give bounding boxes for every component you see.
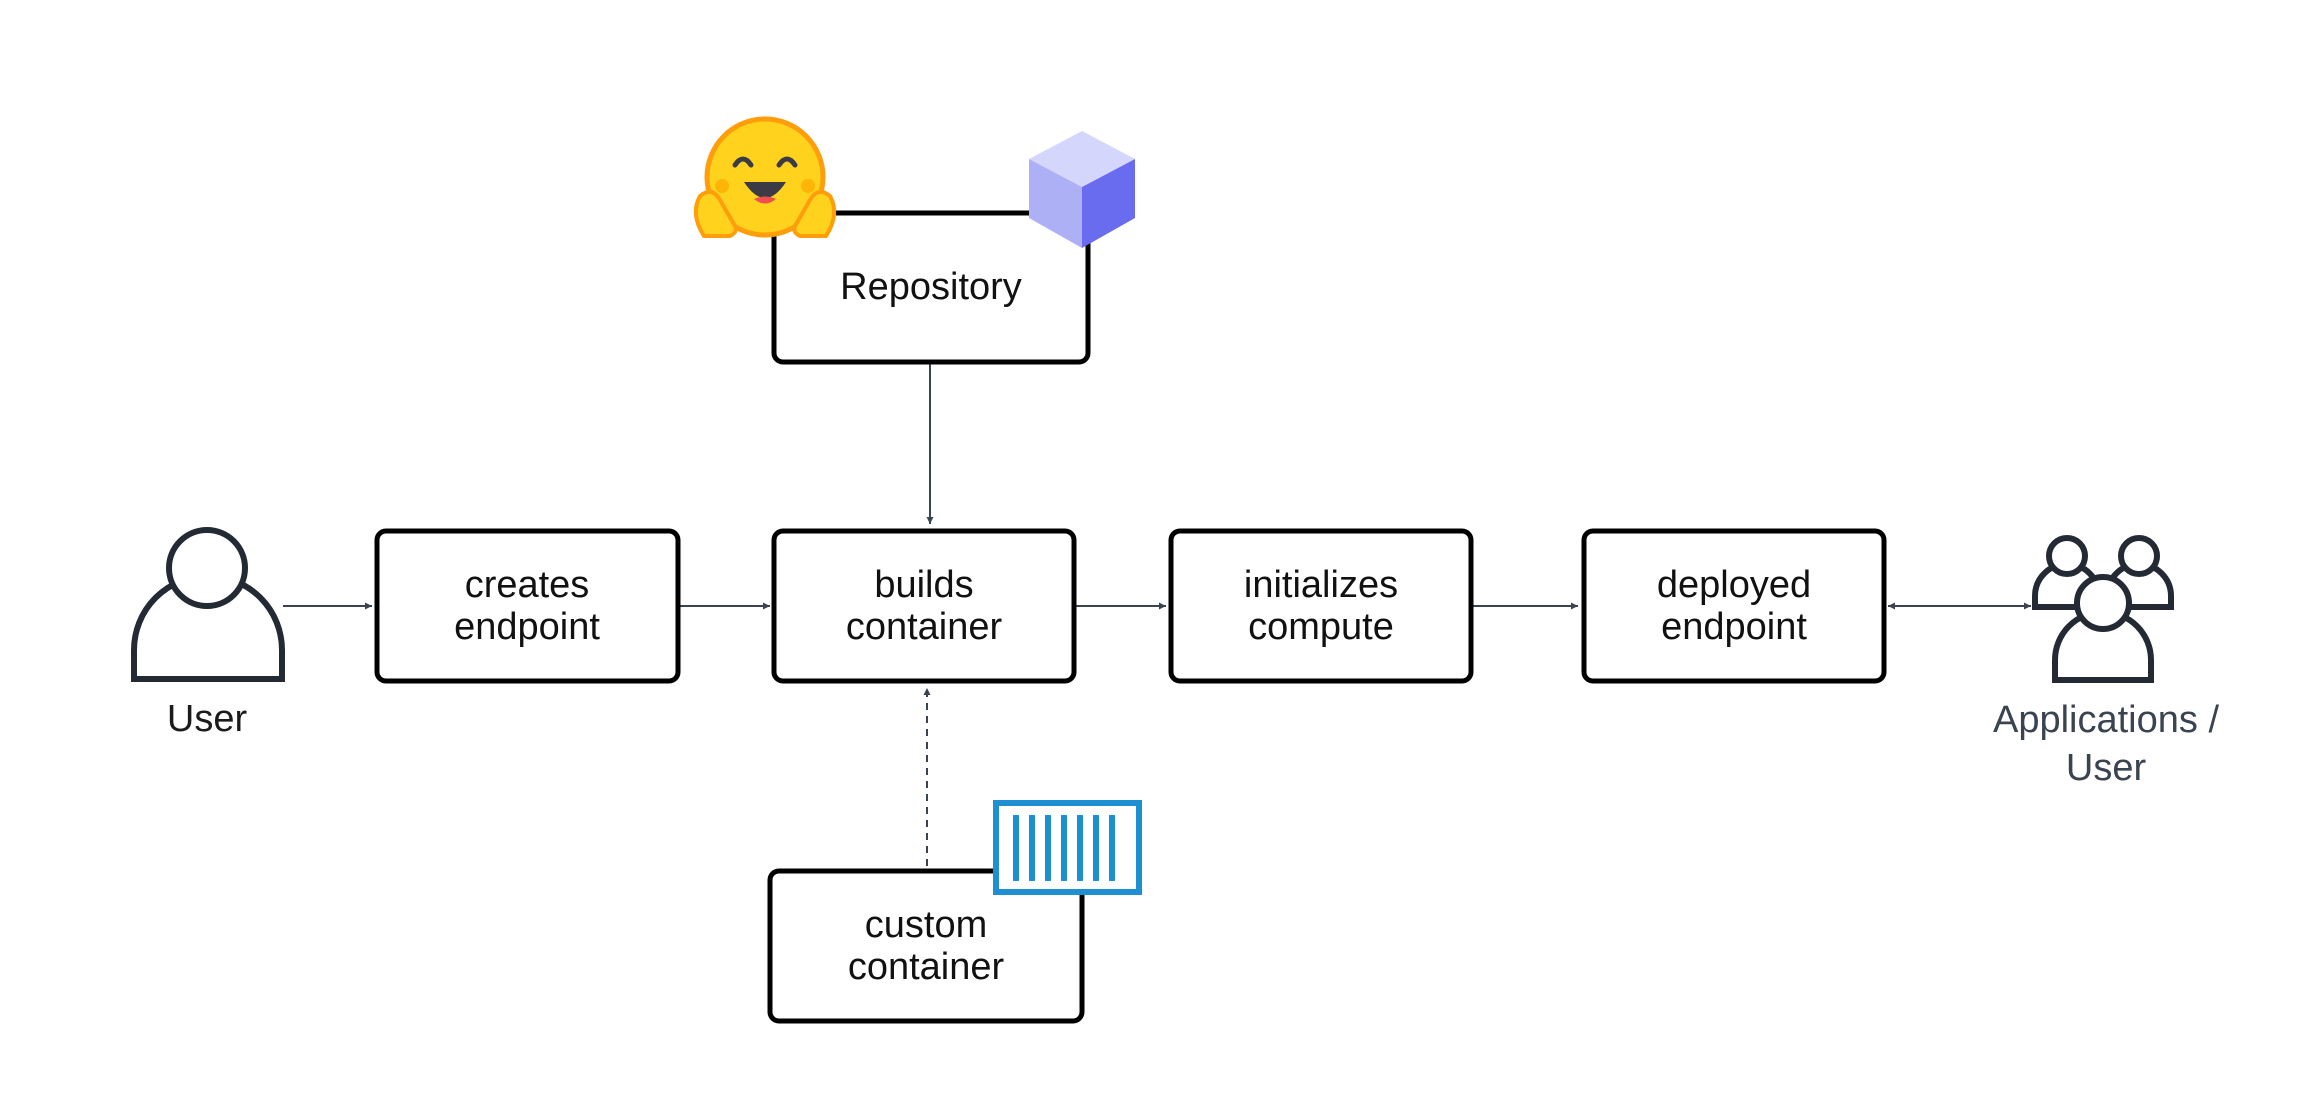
applications-user-line-2: User [2066,747,2147,789]
user-label: User [167,698,248,740]
custom-container-line-1: custom [865,904,987,946]
user-actor: User [131,527,285,740]
cube-icon [1029,131,1135,248]
repository-label: Repository [840,266,1022,308]
applications-user-line-1: Applications / [1993,699,2219,741]
custom-container-line-2: container [848,946,1005,988]
initializes-compute-line-2: compute [1248,606,1394,648]
deployed-endpoint-line-1: deployed [1657,564,1811,606]
initializes-compute-node: initializes compute [1168,528,1474,684]
initializes-compute-line-1: initializes [1244,564,1398,606]
creates-endpoint-line-2: endpoint [454,606,600,648]
deployed-endpoint-line-2: endpoint [1661,606,1807,648]
creates-endpoint-node: creates endpoint [374,528,681,684]
builds-container-line-2: container [846,606,1003,648]
hugging-face-emoji-icon [693,116,837,238]
repository-node: Repository [771,210,1091,365]
builds-container-node: builds container [771,528,1077,684]
container-barcode-icon [993,800,1142,895]
creates-endpoint-line-1: creates [465,564,590,606]
user-group-icon [2032,535,2174,683]
builds-container-line-1: builds [874,564,973,606]
user-icon [131,527,285,682]
applications-user-actor: Applications / User [1993,535,2219,789]
custom-container-node: custom container [767,868,1085,1024]
edges [283,364,2031,866]
deployed-endpoint-node: deployed endpoint [1581,528,1887,684]
